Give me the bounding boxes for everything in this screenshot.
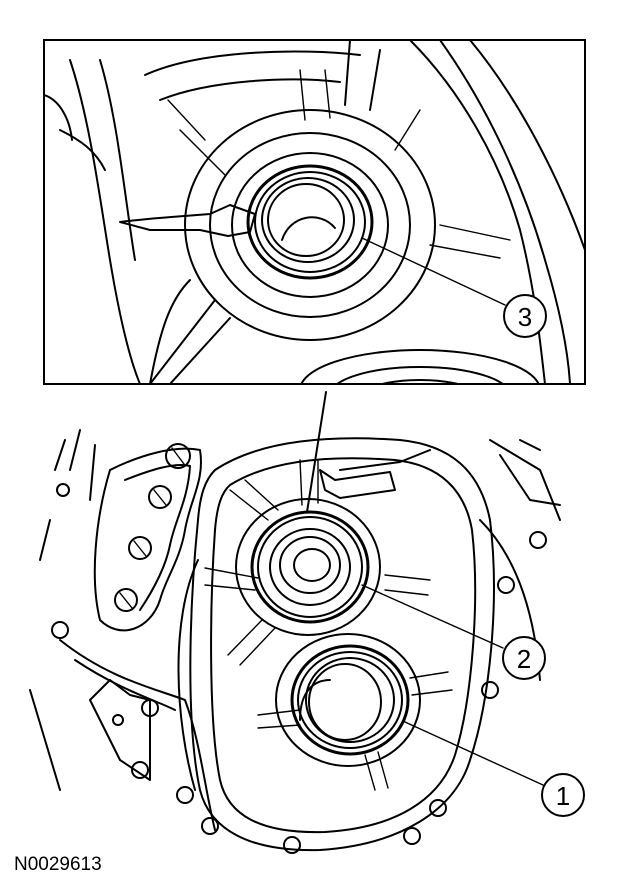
detail-inset <box>43 39 586 385</box>
callout-3-label: 3 <box>518 302 532 332</box>
callout-3: 3 <box>361 237 547 338</box>
inset-artwork <box>44 40 585 384</box>
callout-1-label: 1 <box>556 781 570 811</box>
main-view <box>29 429 561 854</box>
inset-leader-line <box>306 391 327 513</box>
callout-2-label: 2 <box>517 644 531 674</box>
callout-1: 1 <box>404 721 585 817</box>
figure-reference-code: N0029613 <box>14 854 102 875</box>
callout-2: 2 <box>361 584 546 680</box>
